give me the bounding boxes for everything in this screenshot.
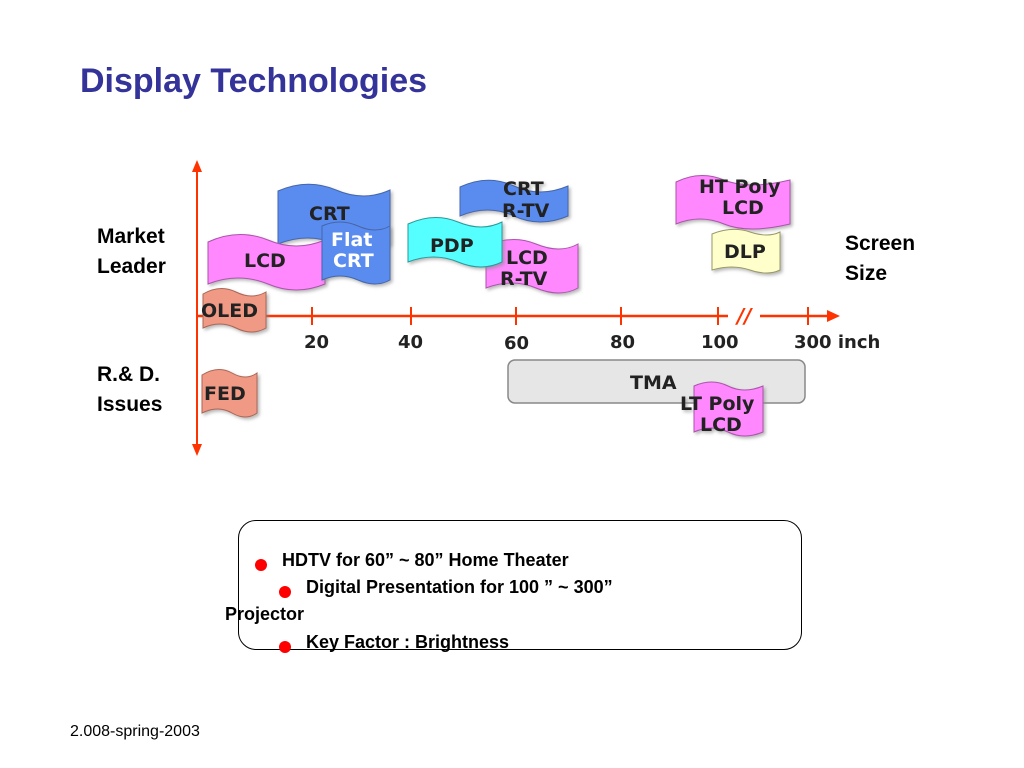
crt-label: CRT	[309, 203, 350, 225]
dlp-flag: DLP	[711, 228, 781, 274]
rd-issues-label: R.& D. Issues	[97, 360, 162, 420]
market-leader-label: Market Leader	[97, 222, 166, 282]
lcd-flag: LCD	[207, 234, 326, 291]
flat-crt-label-line-1: Flat	[331, 229, 372, 251]
axis-tick-labels: 20 40 60 80 100 300 inch	[304, 332, 880, 354]
tick-label-20: 20	[304, 332, 329, 353]
fed-label: FED	[204, 383, 246, 405]
bullet-3	[279, 641, 291, 653]
axis-break-mark: //	[735, 304, 753, 328]
crt-rtv-label-line-2: R-TV	[502, 200, 550, 222]
ht-poly-lcd-label-line-2: LCD	[722, 197, 764, 219]
page-title: Display Technologies	[80, 62, 428, 100]
note-hdtv: HDTV for 60” ~ 80” Home Theater	[282, 550, 569, 570]
crt-rtv-flag: CRT R-TV	[459, 178, 569, 223]
flat-crt-label-line-2: CRT	[333, 250, 374, 272]
crt-rtv-label-line-1: CRT	[503, 178, 544, 200]
lt-poly-lcd-flag: LT Poly LCD	[680, 381, 764, 437]
screen-size-axis: //	[197, 304, 840, 328]
tick-label-40: 40	[398, 332, 423, 353]
bullet-2	[279, 586, 291, 598]
rd-label-line-1: R.& D.	[97, 363, 160, 386]
note-projector: Projector	[225, 604, 305, 624]
lcd-label: LCD	[244, 250, 286, 272]
dlp-label: DLP	[724, 241, 766, 263]
vertical-axis	[192, 160, 202, 456]
lcd-rtv-label-line-2: R-TV	[500, 268, 548, 290]
note-key-factor: Key Factor : Brightness	[306, 632, 510, 652]
screen-label-line-1: Screen	[845, 232, 916, 255]
tma-label: TMA	[630, 372, 677, 394]
oled-flag: OLED	[201, 288, 267, 333]
screen-size-label: Screen Size	[845, 229, 915, 289]
market-label-line-1: Market	[97, 225, 165, 248]
tick-label-60: 60	[504, 333, 529, 354]
pdp-flag: PDP	[407, 217, 503, 268]
pdp-label: PDP	[430, 235, 474, 257]
notes-box	[238, 520, 802, 650]
footer-text: 2.008-spring-2003	[70, 723, 200, 740]
bullet-1	[255, 559, 267, 571]
tick-label-300-inch: 300 inch	[794, 332, 880, 353]
lcd-rtv-label-line-1: LCD	[506, 247, 548, 269]
rd-label-line-2: Issues	[97, 393, 163, 416]
screen-label-line-2: Size	[845, 262, 888, 285]
lt-poly-lcd-label-line-2: LCD	[700, 414, 742, 436]
ht-poly-lcd-flag: HT Poly LCD	[675, 175, 791, 230]
tick-label-80: 80	[610, 332, 635, 353]
lt-poly-lcd-label-line-1: LT Poly	[680, 393, 755, 415]
fed-flag: FED	[201, 369, 258, 418]
lcd-rtv-flag: LCD R-TV	[485, 239, 579, 294]
oled-label: OLED	[201, 300, 258, 322]
market-label-line-2: Leader	[97, 255, 166, 278]
tick-label-100: 100	[701, 332, 739, 353]
ht-poly-lcd-label-line-1: HT Poly	[699, 176, 781, 198]
flat-crt-flag: Flat CRT	[321, 221, 391, 285]
note-digital-presentation: Digital Presentation for 100 ” ~ 300”	[306, 577, 613, 597]
